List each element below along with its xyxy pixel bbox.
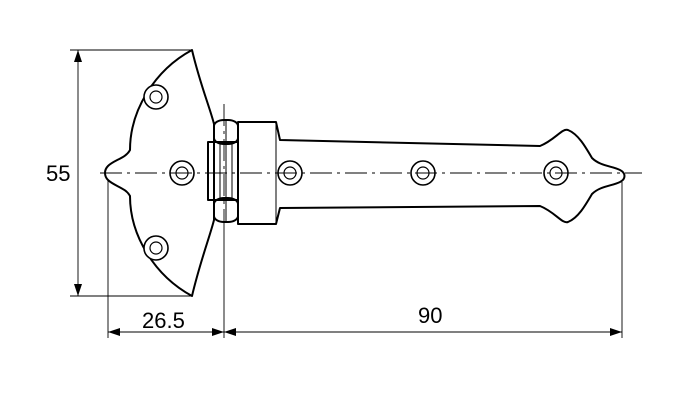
screw-hole-top-left	[143, 84, 169, 110]
strap-length-dimension: 90	[224, 182, 623, 338]
hinge-leaf-outline	[104, 49, 215, 297]
hinge-knuckle	[207, 119, 239, 223]
height-dimension-label: 55	[46, 161, 70, 186]
leaf-offset-dimension-label: 26.5	[142, 308, 185, 333]
leaf-offset-dimension: 26.5	[107, 180, 225, 338]
screw-hole-bottom-left	[143, 235, 169, 261]
strap-length-dimension-label: 90	[418, 303, 442, 328]
hinge-strap-outline	[237, 121, 626, 225]
height-dimension: 55	[46, 49, 192, 297]
